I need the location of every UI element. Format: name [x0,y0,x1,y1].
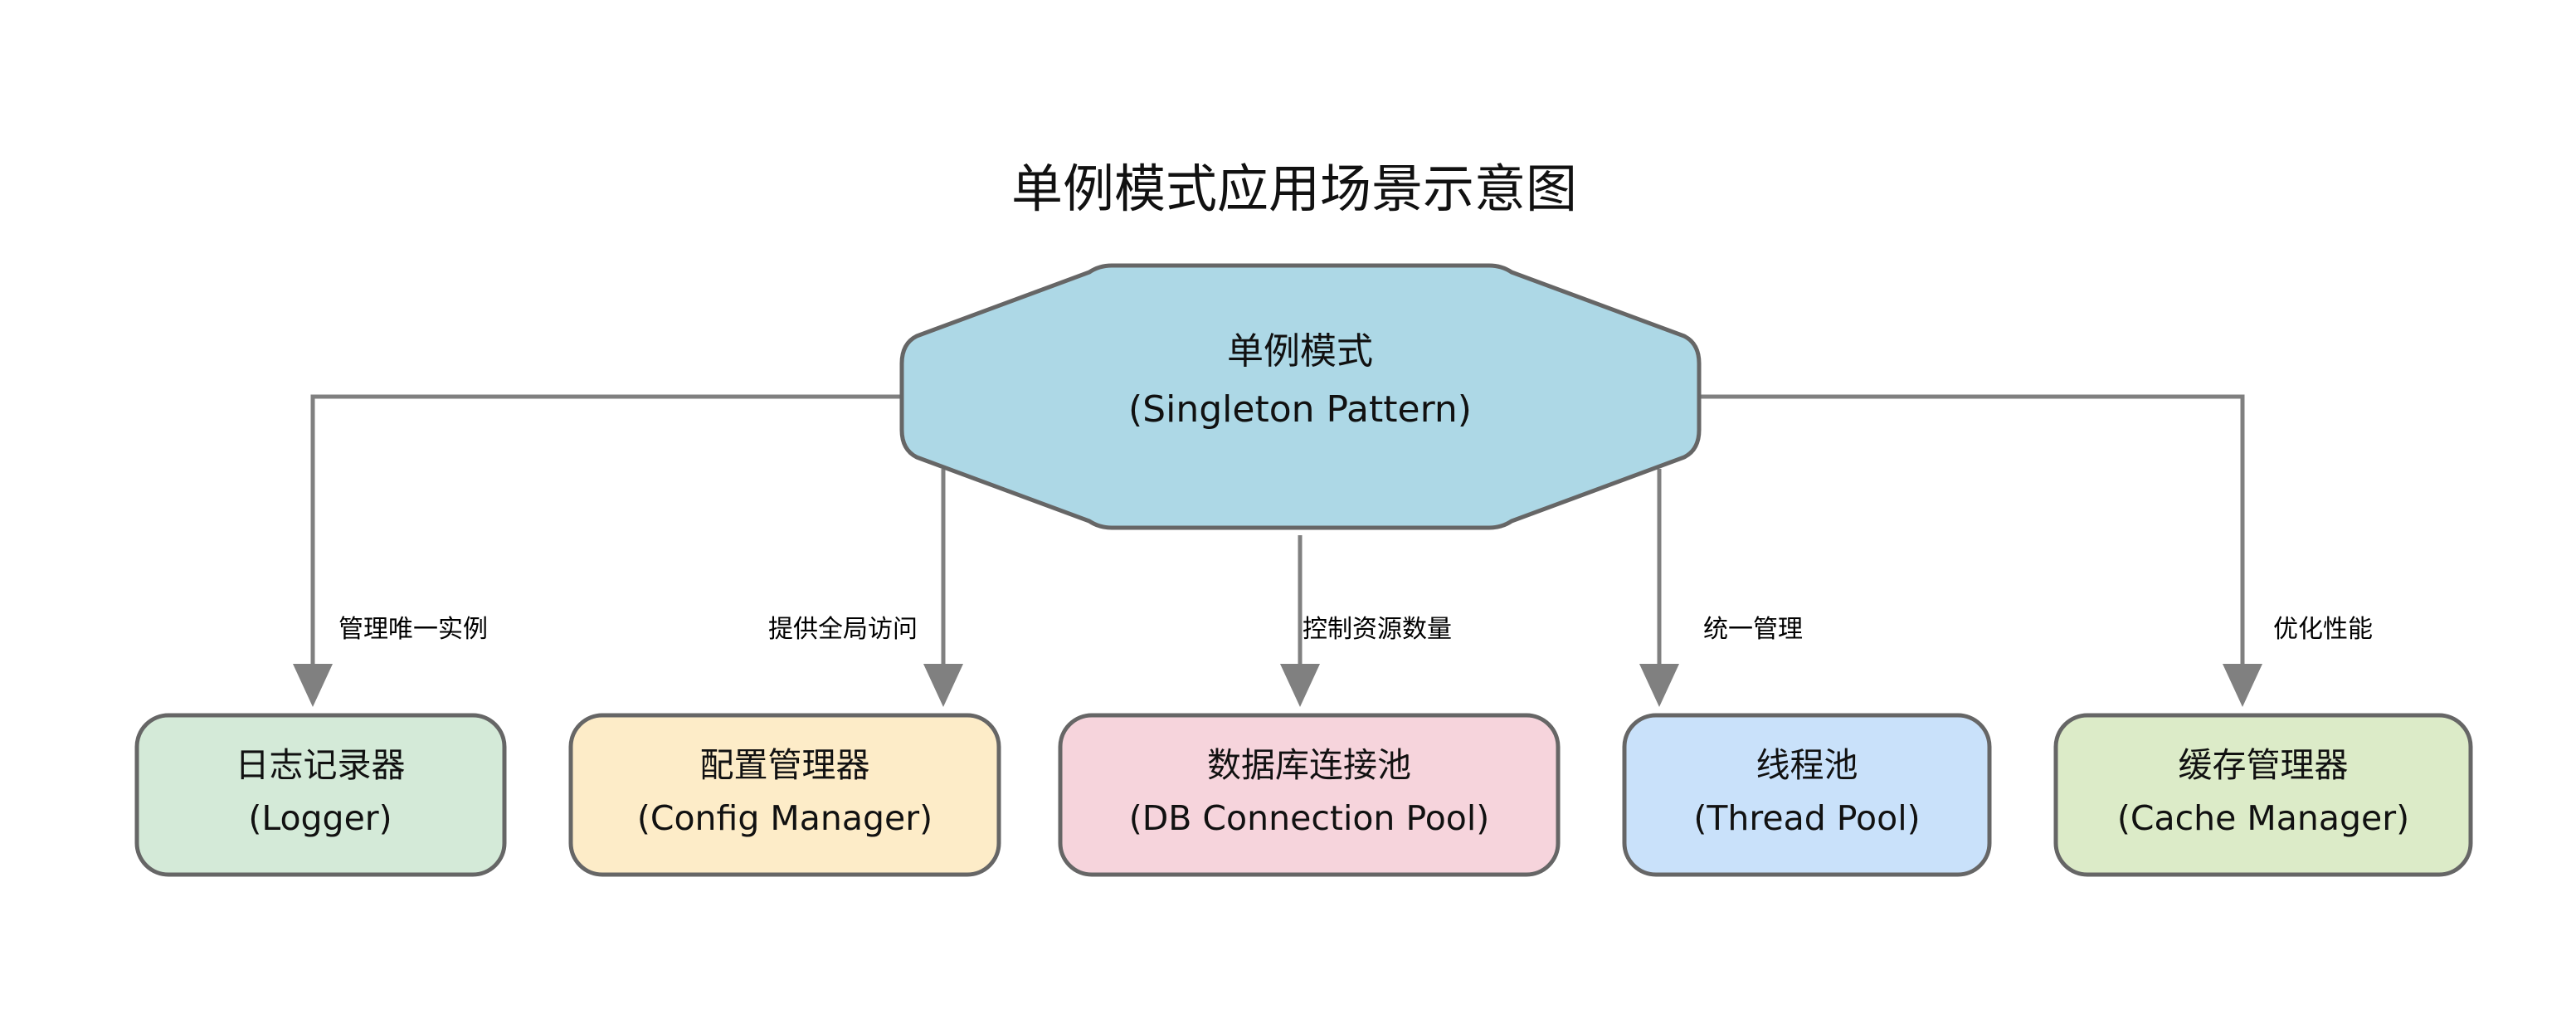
edge-1-arrowhead [293,664,333,707]
node-singleton-label-cn: 单例模式 [1227,330,1373,373]
edge-5-arrowhead [2223,664,2262,707]
edge-4-label: 统一管理 [1703,615,1803,644]
node-cache-manager-label-en: (Cache Manager) [2117,798,2409,838]
edge-1-group: 管理唯一实例 [293,394,900,707]
node-cache-manager-shape [2053,713,2473,877]
node-singleton-label-en: (Singleton Pattern) [1128,388,1472,431]
edge-3-arrowhead [1280,664,1320,707]
edge-2-arrowhead [923,664,963,707]
node-db-connection-pool-label-en: (DB Connection Pool) [1129,798,1490,838]
node-logger[interactable]: 日志记录器 (Logger) [134,713,507,877]
node-cache-manager[interactable]: 缓存管理器 (Cache Manager) [2053,713,2473,877]
node-db-connection-pool-shape [1058,713,1561,877]
edge-1-label: 管理唯一实例 [338,615,488,644]
node-config-manager-label-cn: 配置管理器 [700,745,870,785]
node-db-connection-pool[interactable]: 数据库连接池 (DB Connection Pool) [1058,713,1561,877]
page-title: 单例模式应用场景示意图 [1011,158,1577,219]
node-thread-pool[interactable]: 线程池 (Thread Pool) [1622,713,1992,877]
edge-3-label: 控制资源数量 [1303,615,1452,644]
node-thread-pool-shape [1622,713,1992,877]
edge-2-label: 提供全局访问 [768,615,918,644]
edge-5-group: 优化性能 [1701,394,2373,707]
node-db-connection-pool-label-cn: 数据库连接池 [1207,745,1411,785]
node-config-manager[interactable]: 配置管理器 (Config Manager) [568,713,1001,877]
node-logger-shape [134,713,507,877]
node-config-manager-label-en: (Config Manager) [637,798,933,838]
node-logger-label-cn: 日志记录器 [236,745,406,785]
edge-4-arrowhead [1639,664,1679,707]
node-singleton[interactable]: 单例模式 (Singleton Pattern) [899,263,1702,530]
edge-5-path [1701,394,2245,664]
node-thread-pool-label-en: (Thread Pool) [1693,798,1920,838]
edge-4-group: 统一管理 [1639,469,1803,707]
edge-5-label: 优化性能 [2273,615,2373,644]
node-singleton-shape [899,263,1702,530]
node-logger-label-en: (Logger) [248,798,392,838]
node-cache-manager-label-cn: 缓存管理器 [2179,745,2349,785]
edge-2-group: 提供全局访问 [768,469,963,707]
edge-1-path [310,394,900,664]
edge-3-group: 控制资源数量 [1280,535,1452,707]
node-thread-pool-label-cn: 线程池 [1756,745,1858,785]
node-config-manager-shape [568,713,1001,877]
